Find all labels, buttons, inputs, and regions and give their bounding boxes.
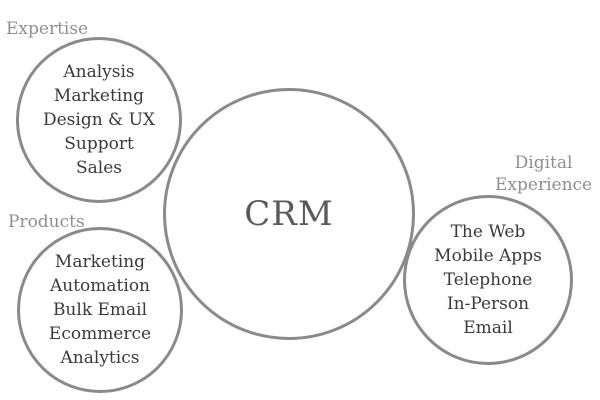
products-circle: Marketing Automation Bulk Email Ecommerc…	[17, 227, 183, 393]
products-item: Automation	[50, 276, 150, 296]
products-item: Analytics	[60, 348, 140, 368]
digital-experience-item: The Web	[450, 222, 526, 242]
expertise-circle: Analysis Marketing Design & UX Support S…	[16, 37, 182, 203]
expertise-item: Design & UX	[42, 110, 156, 130]
digital-experience-item: In-Person	[446, 294, 530, 314]
digital-heading-line-1: Digital	[514, 153, 573, 173]
crm-center-content: CRM	[166, 91, 412, 337]
products-heading: Products	[8, 212, 85, 232]
crm-center-circle: CRM	[163, 88, 415, 340]
products-item: Bulk Email	[52, 300, 148, 320]
products-item: Ecommerce	[48, 324, 152, 344]
digital-heading-line-2: Experience	[495, 175, 593, 195]
products-items: Marketing Automation Bulk Email Ecommerc…	[20, 230, 180, 390]
expertise-items: Analysis Marketing Design & UX Support S…	[19, 40, 179, 200]
digital-experience-item: Email	[463, 318, 513, 338]
digital-experience-item: Mobile Apps	[434, 246, 542, 266]
expertise-item: Support	[64, 134, 134, 154]
products-item: Marketing	[54, 252, 146, 272]
digital-experience-circle: The Web Mobile Apps Telephone In-Person …	[403, 195, 573, 365]
digital-experience-items: The Web Mobile Apps Telephone In-Person …	[406, 198, 570, 362]
expertise-item: Analysis	[63, 62, 135, 82]
expertise-heading: Expertise	[6, 19, 89, 39]
digital-experience-item: Telephone	[443, 270, 533, 290]
crm-center-label: CRM	[244, 194, 334, 234]
digital-experience-heading: Digital Experience	[495, 152, 592, 196]
expertise-item: Marketing	[53, 86, 145, 106]
expertise-item: Sales	[75, 158, 122, 178]
